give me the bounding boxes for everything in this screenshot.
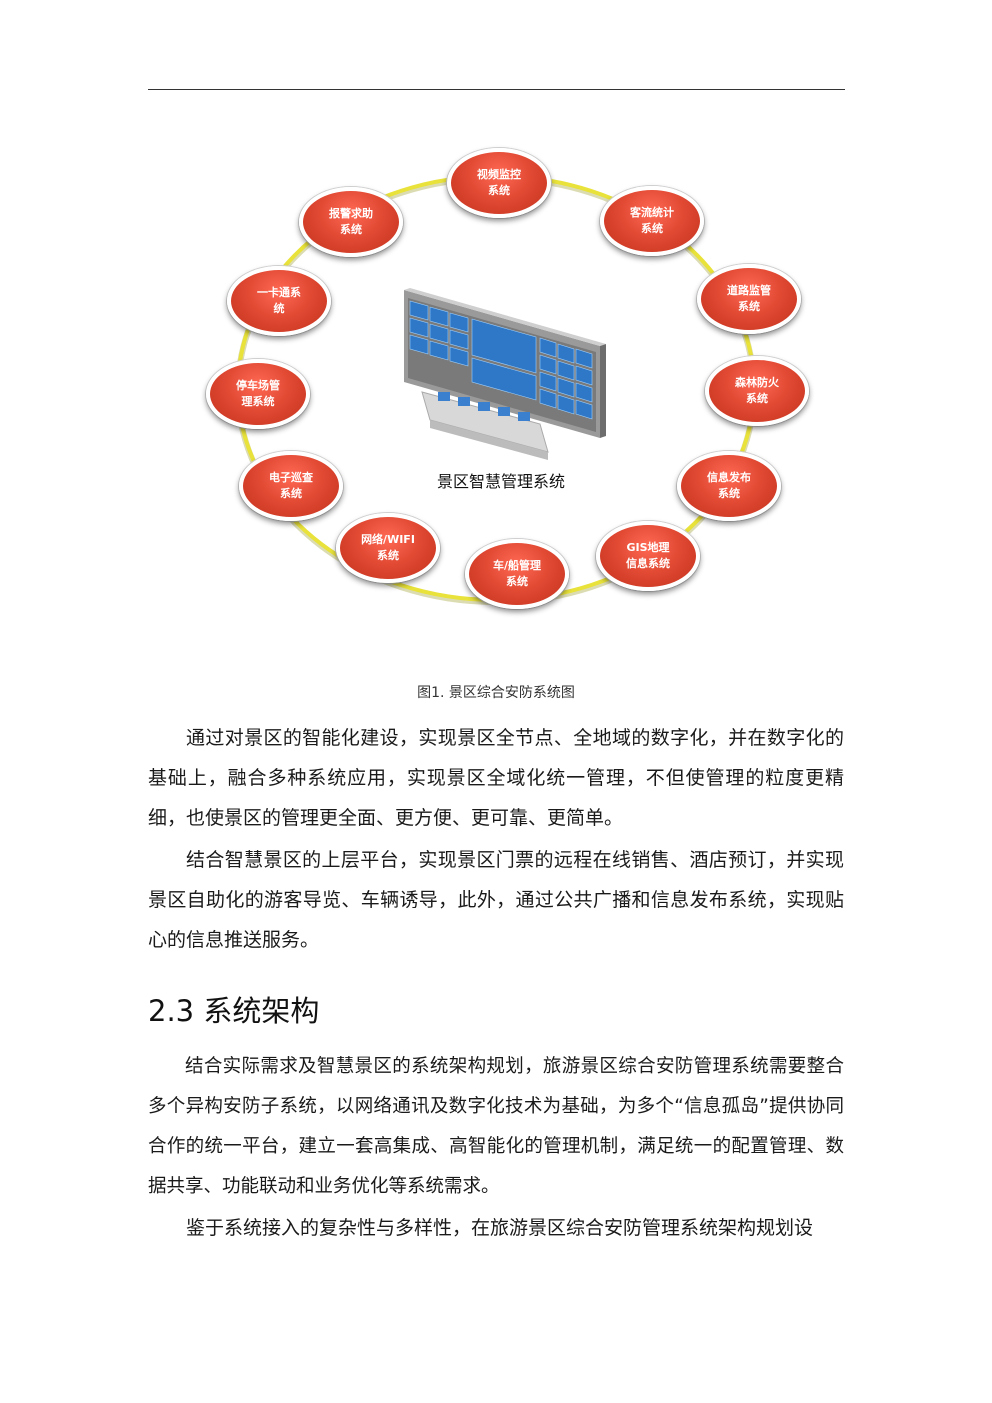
paragraph-4: 鉴于系统接入的复杂性与多样性，在旅游景区综合安防管理系统架构规划设	[186, 1217, 814, 1239]
figure-caption: 图1. 景区综合安防系统图	[417, 685, 575, 701]
node-video-surveillance: 视频监控 系统	[447, 148, 551, 218]
node-e-patrol: 电子巡查 系统	[239, 451, 343, 521]
monitor-wall-illustration	[404, 288, 606, 460]
system-diagram: 视频监控 系统 客流统计 系统 道路监管 系统 森林防火 系统 信息发布 系统 …	[0, 0, 992, 660]
paragraph-1: 通过对景区的智能化建设，实现景区全节点、全地域的数字化，并在数字化的基础上，融合…	[148, 727, 844, 829]
section-heading: 2.3 系统架构	[148, 994, 320, 1028]
node-alarm-help: 报警求助 系统	[299, 187, 403, 257]
paragraph-3: 结合实际需求及智慧景区的系统架构规划，旅游景区综合安防管理系统需要整合多个异构安…	[148, 1056, 844, 1197]
node-info-publish: 信息发布 系统	[677, 451, 781, 521]
node-one-card: 一卡通系 统	[227, 266, 331, 336]
paragraph-2: 结合智慧景区的上层平台，实现景区门票的远程在线销售、酒店预订，并实现景区自助化的…	[148, 849, 844, 951]
node-forest-fire: 森林防火 系统	[705, 356, 809, 426]
center-label: 景区智慧管理系统	[436, 472, 565, 491]
node-parking: 停车场管 理系统	[206, 359, 310, 429]
node-road-monitoring: 道路监管 系统	[697, 264, 801, 334]
header-rule	[148, 89, 845, 90]
node-network-wifi: 网络/WIFI 系统	[336, 513, 440, 583]
node-visitor-count: 客流统计 系统	[600, 186, 704, 256]
node-gis: GIS地理 信息系统	[596, 521, 700, 591]
node-vehicle-boat: 车/船管理 系统	[465, 539, 569, 609]
